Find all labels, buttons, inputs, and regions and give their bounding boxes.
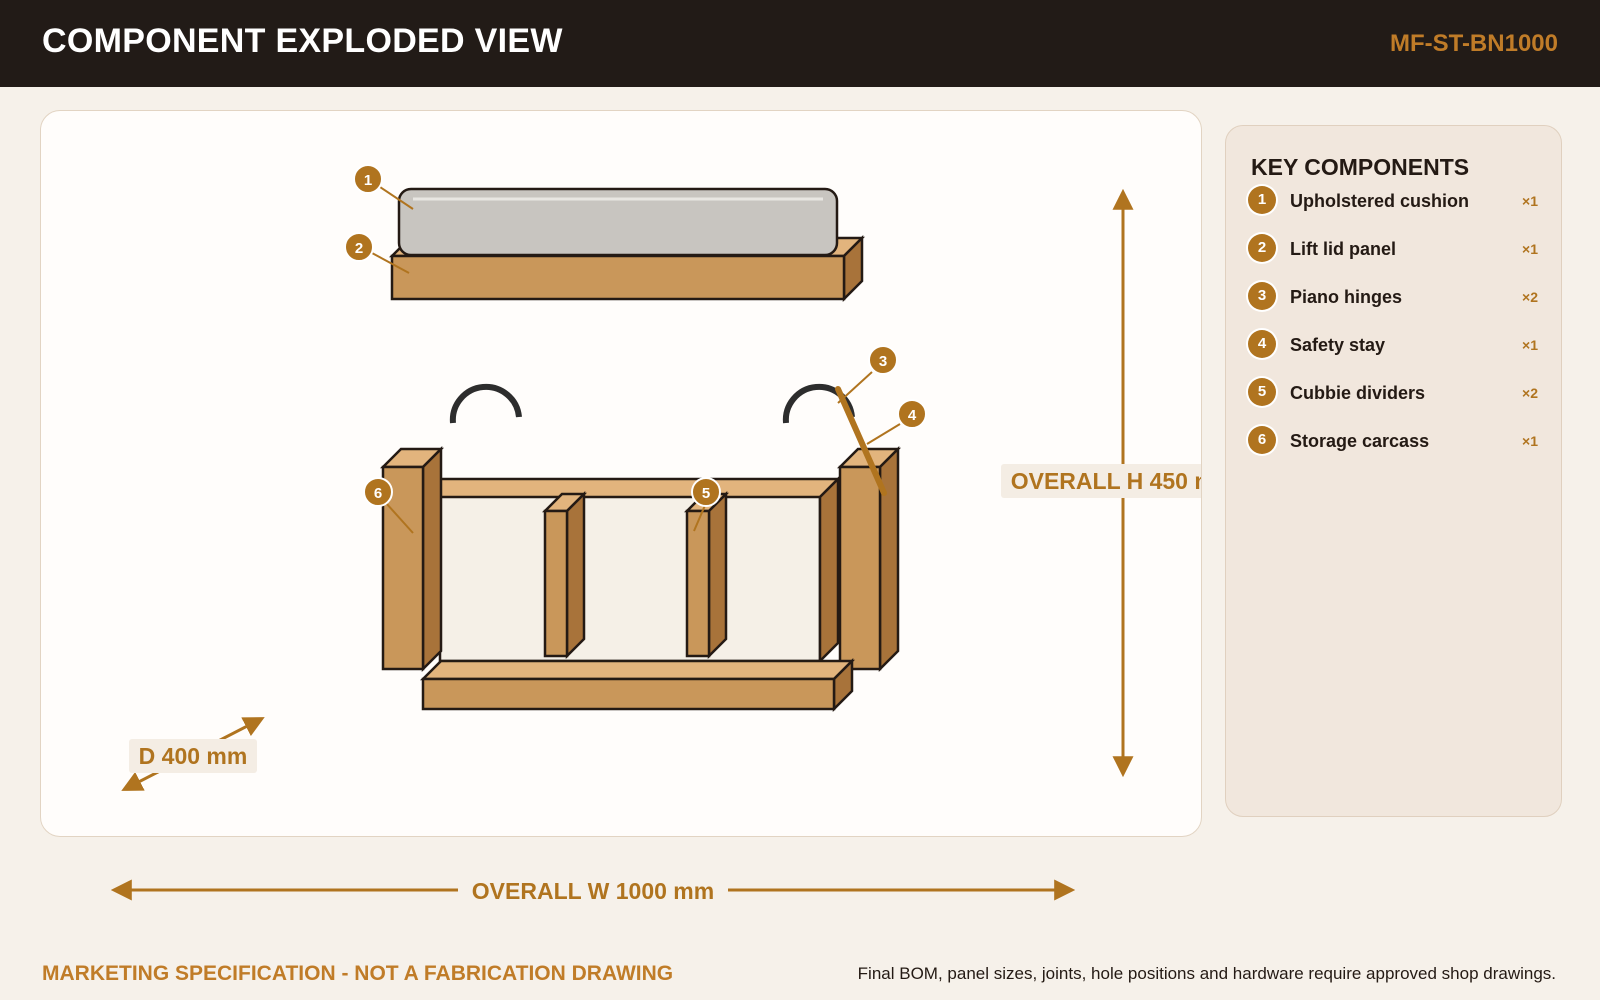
- exploded-view-canvas: 1 2 3 4 5 6 OVERALL H 450 mm D 400 mm: [40, 110, 1202, 837]
- legend-item-safety-stay: 4 Safety stay ×1: [1248, 330, 1538, 378]
- legend-number: 2: [1248, 234, 1276, 262]
- exploded-view-drawing: 1 2 3 4 5 6 OVERALL H 450 mm D 400 mm: [121, 164, 1201, 791]
- key-components-list: 1 Upholstered cushion ×1 2 Lift lid pane…: [1248, 186, 1538, 474]
- piano-hinge-left: [449, 383, 522, 424]
- svg-text:1: 1: [364, 172, 372, 189]
- svg-text:5: 5: [702, 485, 710, 502]
- callout-leaders: [371, 186, 901, 534]
- width-dimension-label: OVERALL W 1000 mm: [472, 878, 714, 904]
- height-dimension-label: OVERALL H 450 mm: [1011, 468, 1201, 494]
- legend-number: 3: [1248, 282, 1276, 310]
- legend-quantity: ×1: [1522, 241, 1538, 257]
- legend-label: Lift lid panel: [1290, 239, 1396, 259]
- legend-quantity: ×1: [1522, 433, 1538, 449]
- svg-text:6: 6: [374, 485, 382, 502]
- carcass-left-end: [379, 445, 445, 673]
- legend-number: 1: [1248, 186, 1276, 214]
- callout-3: 3: [868, 345, 898, 375]
- svg-text:2: 2: [355, 240, 363, 257]
- callout-5: 5: [691, 477, 721, 507]
- cubbie-divider-1: [541, 490, 588, 660]
- upholstered-cushion: [397, 187, 839, 257]
- legend-label: Safety stay: [1290, 335, 1386, 355]
- footer-disclaimer: MARKETING SPECIFICATION - NOT A FABRICAT…: [42, 962, 674, 985]
- footer-note: Final BOM, panel sizes, joints, hole pos…: [857, 964, 1556, 983]
- legend-quantity: ×2: [1522, 385, 1538, 401]
- product-code: MF-ST-BN1000: [1389, 30, 1558, 57]
- legend-label: Cubbie dividers: [1290, 383, 1426, 403]
- callout-2: 2: [344, 232, 374, 262]
- legend-item-cushion: 1 Upholstered cushion ×1: [1248, 186, 1538, 234]
- legend-item-hinges: 3 Piano hinges ×2: [1248, 282, 1538, 330]
- key-components-title: KEY COMPONENTS: [1251, 154, 1470, 180]
- header: COMPONENT EXPLODED VIEW MF-ST-BN1000: [0, 0, 1600, 87]
- legend-quantity: ×2: [1522, 289, 1538, 305]
- piano-hinge-right: [782, 383, 855, 424]
- legend-number: 4: [1248, 330, 1276, 358]
- svg-text:4: 4: [908, 407, 917, 424]
- cubbie-divider-2: [683, 490, 730, 660]
- carcass-base: [419, 657, 856, 713]
- legend-item-lid-panel: 2 Lift lid panel ×1: [1248, 234, 1538, 282]
- callout-1: 1: [353, 164, 383, 194]
- key-components-panel: KEY COMPONENTS 1 Upholstered cushion ×1 …: [1225, 125, 1562, 817]
- legend-number: 5: [1248, 378, 1276, 406]
- legend-number: 6: [1248, 426, 1276, 454]
- carcass-right-end: [836, 445, 902, 673]
- legend-quantity: ×1: [1522, 337, 1538, 353]
- legend-item-carcass: 6 Storage carcass ×1: [1248, 426, 1538, 474]
- legend-item-dividers: 5 Cubbie dividers ×2: [1248, 378, 1538, 426]
- legend-label: Storage carcass: [1290, 431, 1430, 451]
- callout-4: 4: [897, 399, 927, 429]
- safety-stay: [835, 386, 887, 496]
- legend-quantity: ×1: [1522, 193, 1538, 209]
- width-dimension: OVERALL W 1000 mm: [110, 878, 1076, 904]
- page-title: COMPONENT EXPLODED VIEW: [42, 22, 563, 60]
- legend-label: Piano hinges: [1290, 287, 1403, 307]
- callout-6: 6: [363, 477, 393, 507]
- depth-dimension-label: D 400 mm: [139, 743, 248, 769]
- svg-text:3: 3: [879, 353, 887, 370]
- carcass-back-panel: [438, 475, 842, 665]
- legend-label: Upholstered cushion: [1290, 191, 1470, 211]
